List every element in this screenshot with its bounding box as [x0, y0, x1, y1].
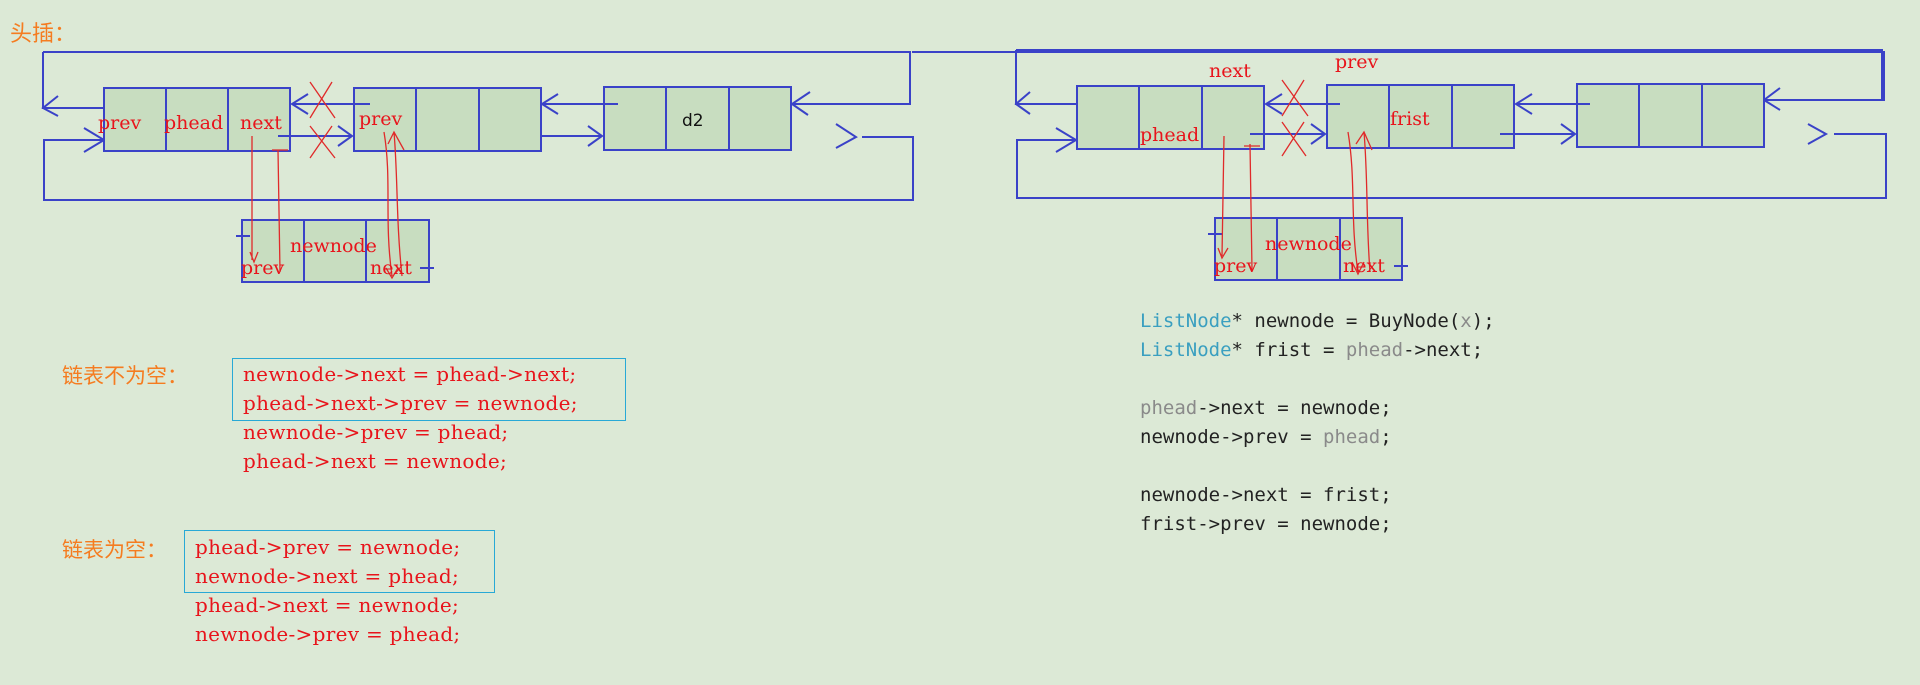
- code-line: [1140, 452, 1495, 481]
- left-third-node: [603, 86, 792, 151]
- code-line: ListNode* newnode = BuyNode(x);: [1140, 310, 1495, 332]
- left-node-arrows: [278, 93, 618, 147]
- left-third-d2-label: d2: [682, 111, 704, 131]
- left-head-next-label: next: [240, 112, 282, 134]
- right-loop-lines: [1014, 49, 1887, 199]
- code-line: frist->prev = newnode;: [1140, 513, 1392, 535]
- left-head-prev-label: prev: [98, 112, 141, 134]
- right-top-next-label: next: [1209, 60, 1251, 82]
- right-second-node: [1326, 84, 1515, 149]
- non-empty-label: 链表不为空：: [62, 364, 188, 388]
- code-line: phead->next = newnode;: [1140, 397, 1392, 419]
- code-line: newnode->next = phead->next;: [243, 362, 577, 386]
- right-frist-label: frist: [1390, 108, 1430, 130]
- code-line: newnode->prev = phead;: [243, 420, 509, 444]
- code-line: [1140, 365, 1495, 394]
- right-newnode-name: newnode: [1265, 233, 1352, 255]
- code-line: phead->prev = newnode;: [195, 535, 461, 559]
- code-line: newnode->next = phead;: [195, 564, 460, 588]
- code-line: phead->next->prev = newnode;: [243, 391, 578, 415]
- code-line: ListNode* frist = phead->next;: [1140, 339, 1484, 361]
- empty-highlight: [184, 530, 495, 593]
- left-red-annotations: [249, 81, 405, 280]
- code-line: newnode->prev = phead;: [1140, 426, 1392, 448]
- right-newnode: [1208, 217, 1408, 281]
- right-node-arrows: [1250, 93, 1590, 145]
- empty-label: 链表为空：: [62, 538, 167, 562]
- code-line: phead->next = newnode;: [243, 449, 508, 473]
- code-line: phead->next = newnode;: [195, 593, 460, 617]
- right-phead-label: phead: [1140, 124, 1199, 146]
- left-head-node: [103, 87, 291, 152]
- empty-code: phead->prev = newnode; newnode->next = p…: [195, 533, 460, 649]
- non-empty-highlight: [232, 358, 626, 421]
- right-newnode-prev: prev: [1214, 255, 1257, 277]
- left-newnode-name: newnode: [290, 235, 377, 257]
- left-newnode-prev: prev: [241, 257, 284, 279]
- left-newnode: [236, 219, 434, 283]
- left-head-phead-label: phead: [164, 112, 223, 134]
- left-newnode-next: next: [370, 257, 412, 279]
- right-red-annotations: [1217, 79, 1373, 276]
- page-title: 头插：: [10, 22, 77, 47]
- right-code: ListNode* newnode = BuyNode(x); ListNode…: [1140, 307, 1495, 539]
- left-second-prev-label: prev: [359, 108, 402, 130]
- right-head-node: [1076, 85, 1265, 150]
- code-line: newnode->prev = phead;: [195, 622, 461, 646]
- non-empty-code: newnode->next = phead->next; phead->next…: [243, 360, 578, 476]
- right-top-prev-label: prev: [1335, 51, 1378, 73]
- right-newnode-next: next: [1343, 255, 1385, 277]
- code-line: newnode->next = frist;: [1140, 484, 1392, 506]
- right-third-node: [1576, 83, 1765, 148]
